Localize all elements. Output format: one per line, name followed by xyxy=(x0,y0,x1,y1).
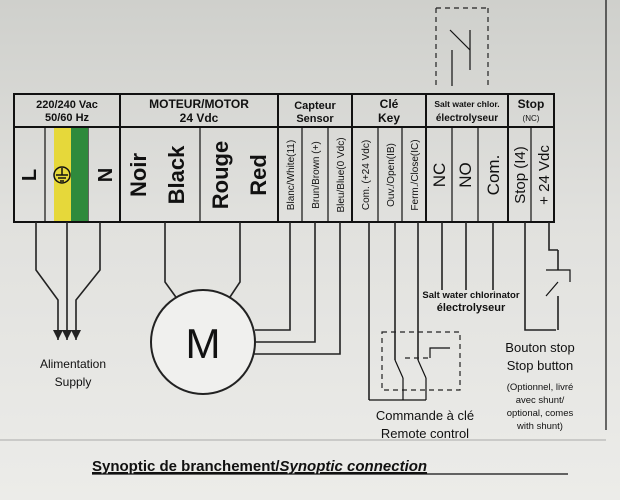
terminal-ouv: Ouv./Open(IB) xyxy=(386,143,397,207)
terminal-blanc: Blanc/White(11) xyxy=(286,140,297,210)
header-salt-1: Salt water chlor. xyxy=(434,99,499,109)
stop-wires xyxy=(524,222,571,331)
label-commande: Commande à clé xyxy=(376,408,474,423)
label-supply: Supply xyxy=(55,375,92,389)
terminal-red: Red xyxy=(246,154,271,196)
supply-wires xyxy=(35,222,101,340)
terminal-nc: NC xyxy=(430,163,449,188)
label-optional-2: avec shunt/ xyxy=(516,395,565,406)
label-electrolyseur: électrolyseur xyxy=(437,302,506,314)
diagram-title: Synoptic de branchement/Synoptic connect… xyxy=(92,458,427,475)
title-english: Synoptic connection xyxy=(280,458,428,475)
earth-stripe-green xyxy=(71,128,88,221)
label-alimentation: Alimentation xyxy=(40,357,106,371)
chlorinator-switch-top xyxy=(435,7,489,86)
header-sensor-2: Sensor xyxy=(296,113,334,125)
terminal-block xyxy=(13,93,555,223)
header-sensor-1: Capteur xyxy=(294,100,336,112)
earth-ground-icon xyxy=(53,166,71,184)
terminal-L: L xyxy=(19,169,41,181)
terminal-brun: Brun/Brown (+) xyxy=(311,141,322,209)
header-key-1: Clé xyxy=(380,97,399,111)
header-salt-2: électrolyseur xyxy=(436,113,498,124)
terminal-noir: Noir xyxy=(126,153,151,197)
motor-symbol: M xyxy=(186,320,221,367)
label-optional-4: with shunt) xyxy=(516,421,563,432)
chlorinator-wires xyxy=(441,222,494,290)
terminal-plus24: + 24 Vdc xyxy=(536,145,553,205)
terminal-ferm: Ferm./Close(IC) xyxy=(410,139,421,210)
header-key-2: Key xyxy=(378,111,400,125)
label-salt-chlorinator: Salt water chlorinator xyxy=(422,290,519,301)
sensor-wires xyxy=(253,222,341,355)
title-french: Synoptic de branchement/ xyxy=(92,458,280,475)
label-optional-1: (Optionnel, livré xyxy=(507,382,574,393)
terminal-bleu: Bleu/Blue(0 Vdc) xyxy=(336,137,347,212)
header-stop-1: Stop xyxy=(518,97,545,111)
terminal-rouge: Rouge xyxy=(208,141,233,209)
motor-wires xyxy=(164,222,241,301)
terminal-com24: Com. (+24 Vdc) xyxy=(361,140,372,210)
terminal-stop14: Stop (I4) xyxy=(512,146,529,204)
terminal-com: Com. xyxy=(484,155,503,196)
terminal-black: Black xyxy=(164,145,189,204)
header-stop-2: (NC) xyxy=(523,114,540,123)
label-bouton-stop: Bouton stop xyxy=(505,340,574,355)
terminal-no: NO xyxy=(456,162,475,188)
header-supply-1: 220/240 Vac xyxy=(36,99,98,111)
key-wires xyxy=(368,222,461,401)
header-motor-1: MOTEUR/MOTOR xyxy=(149,97,249,111)
header-supply-2: 50/60 Hz xyxy=(45,112,90,124)
label-remote-control: Remote control xyxy=(381,426,469,441)
terminal-N: N xyxy=(95,168,117,182)
label-stop-button: Stop button xyxy=(507,358,574,373)
label-optional-3: optional, comes xyxy=(507,408,574,419)
header-motor-2: 24 Vdc xyxy=(180,111,219,125)
